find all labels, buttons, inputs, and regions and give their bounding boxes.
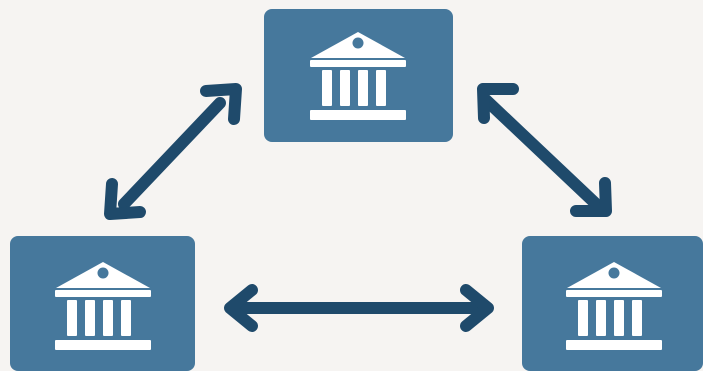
bank-node-box	[522, 236, 703, 371]
arrowhead-icon	[104, 178, 146, 220]
bank-node-top	[264, 9, 453, 142]
connection-top-to-right	[477, 83, 612, 217]
bank-node-box	[10, 236, 195, 371]
bank-node-bottom-left	[10, 236, 195, 371]
connection-left-to-right	[224, 284, 494, 332]
bank-icon	[310, 32, 406, 120]
arrow-shaft	[118, 97, 226, 210]
bank-icon	[566, 262, 662, 350]
arrow-shaft	[480, 94, 601, 209]
arrowhead-icon	[224, 284, 258, 332]
bank-icon	[55, 262, 151, 350]
bank-node-bottom-right	[522, 236, 703, 371]
arrowhead-icon	[460, 284, 494, 332]
arrowhead-icon	[477, 83, 519, 124]
arrowhead-icon	[200, 83, 242, 125]
arrowhead-icon	[570, 177, 612, 217]
connection-top-to-left	[104, 83, 242, 220]
